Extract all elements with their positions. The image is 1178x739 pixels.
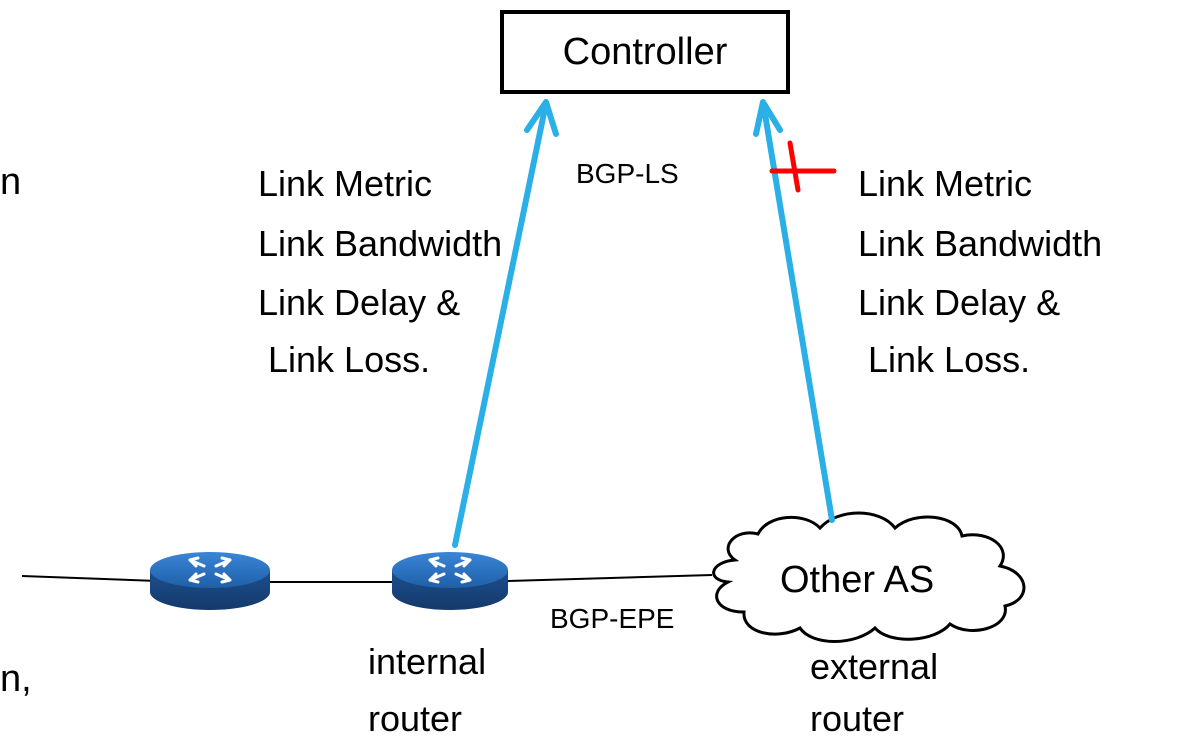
attribute-label: Link Loss. [858, 339, 1031, 380]
external-router-label-line2: router [810, 698, 905, 739]
attribute-label: Link Loss. [258, 339, 431, 380]
internal-router-label-line1: internal [368, 641, 487, 682]
attribute-label: Link Delay & [858, 282, 1061, 323]
cut-off-text-top: n [0, 161, 22, 203]
controller-node: Controller [500, 10, 790, 94]
attribute-label: Link Metric [258, 163, 433, 204]
cut-off-text-bottom: n, [0, 658, 32, 700]
bgp-epe-label: BGP-EPE [550, 603, 675, 634]
link-router-to-cloud [507, 574, 713, 582]
attribute-label: Link Bandwidth [258, 223, 503, 264]
bgp-ls-arrow-internal [452, 99, 559, 548]
cloud-icon [712, 511, 1026, 643]
router-icon [150, 552, 270, 610]
blocked-cross-icon [769, 140, 837, 193]
attribute-label: Link Delay & [258, 282, 461, 323]
attribute-label: Link Metric [858, 163, 1033, 204]
other-as-label: Other AS [780, 559, 935, 601]
attribute-label: Link Bandwidth [858, 223, 1103, 264]
bgp-ls-arrow-external [753, 99, 835, 523]
external-router-label-line1: external [810, 646, 939, 687]
link-left-edge [21, 575, 159, 582]
router-icon [392, 552, 508, 610]
bgp-ls-label: BGP-LS [576, 158, 679, 189]
internal-router-label-line2: router [368, 698, 463, 739]
controller-label: Controller [562, 31, 728, 73]
